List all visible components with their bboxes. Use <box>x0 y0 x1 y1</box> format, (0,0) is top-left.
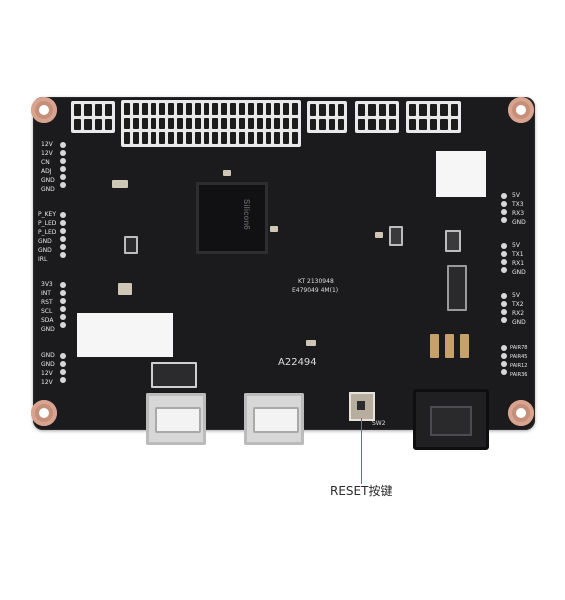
pin-label: GND <box>41 360 55 368</box>
pin-label: GND <box>38 246 52 254</box>
left-header-2-pads <box>60 212 66 258</box>
pin-label: 5V <box>512 242 520 249</box>
pin-label: RX2 <box>512 309 525 317</box>
top-header-a <box>71 101 115 133</box>
left-header-1-pads <box>60 142 66 188</box>
pin-label: RX3 <box>512 209 525 217</box>
right-header-3-labels: 5V TX2 RX2 GND <box>512 292 526 328</box>
pin-label: ADJ <box>41 167 52 175</box>
pin-label: SCL <box>41 307 53 315</box>
pin-label: GND <box>41 176 55 184</box>
pin-label: GND <box>41 325 55 333</box>
chip-marking: Silicon6 <box>242 199 251 230</box>
main-soc-chip: Silicon6 <box>196 182 268 254</box>
pin-label: TX3 <box>512 200 524 208</box>
pin-label: SDA <box>41 316 54 324</box>
pin-label: 5V <box>512 292 520 299</box>
ethernet-port <box>413 389 489 450</box>
smd-component <box>375 232 383 238</box>
pin-label: TX2 <box>512 300 524 308</box>
pin-label: GND <box>512 218 526 226</box>
reset-button <box>349 392 375 421</box>
pin-label: 3V3 <box>41 281 53 288</box>
top-header-d <box>406 101 461 133</box>
right-header-2-labels: 5V TX1 RX1 GND <box>512 242 526 278</box>
pin-label: GND <box>512 318 526 326</box>
blank-label-area-right <box>436 151 486 197</box>
mounting-hole-top-right <box>508 97 534 123</box>
pin-label: GND <box>38 237 52 245</box>
usb-port-1 <box>146 393 206 445</box>
left-header-3-pads <box>60 282 66 328</box>
top-header-main <box>121 100 301 147</box>
smd-component <box>151 362 197 388</box>
pin-label: 12V <box>41 141 53 148</box>
pin-label: INT <box>41 289 51 297</box>
smd-component <box>445 334 454 358</box>
mounting-hole-top-left <box>31 97 57 123</box>
smd-component <box>306 340 316 346</box>
pin-label: P_LED <box>38 228 57 236</box>
right-header-1-pads <box>501 193 507 223</box>
pin-label: GND <box>41 352 55 359</box>
pin-label: CN <box>41 158 50 166</box>
right-header-1-labels: 5V TX3 RX3 GND <box>512 192 526 228</box>
board-model-text: A22494 <box>278 357 317 368</box>
batch-code-2: E479049 4M(1) <box>292 287 339 294</box>
smd-component <box>430 334 439 358</box>
pin-label: PAIR36 <box>510 371 528 378</box>
top-header-c <box>355 101 399 133</box>
callout-line <box>361 418 362 484</box>
left-header-4-labels: GND GND 12V 12V <box>41 352 55 388</box>
right-header-4-labels: PAIR78 PAIR45 PAIR12 PAIR36 <box>510 344 527 380</box>
top-header-b <box>307 101 347 133</box>
pin-label: 12V <box>41 149 53 157</box>
mounting-hole-bottom-right <box>508 400 534 426</box>
left-header-1-labels: 12V 12V CN ADJ GND GND <box>41 141 55 194</box>
smd-component <box>445 230 461 252</box>
pin-label: P_LED <box>38 219 57 227</box>
left-header-4-pads <box>60 353 66 383</box>
smd-component <box>270 226 278 232</box>
mounting-hole-bottom-left <box>31 400 57 426</box>
pin-label: IRL <box>38 255 48 263</box>
usb-port-2 <box>244 393 304 445</box>
switch-label: SW2 <box>372 420 386 427</box>
left-header-2-labels: P_KEY P_LED P_LED GND GND IRL <box>38 211 56 264</box>
blank-label-area-left <box>77 313 173 357</box>
smd-component <box>118 283 132 295</box>
pin-label: 12V <box>41 369 53 377</box>
right-header-3-pads <box>501 293 507 323</box>
pin-label: TX1 <box>512 250 524 258</box>
batch-code-1: KT 2130948 <box>298 278 334 285</box>
smd-component <box>124 236 138 254</box>
right-header-4-pads <box>501 345 507 375</box>
smd-component <box>112 180 128 188</box>
smd-component <box>447 265 467 311</box>
pin-label: P_KEY <box>38 211 57 218</box>
pin-label: PAIR12 <box>510 362 528 369</box>
pin-label: RST <box>41 298 53 306</box>
pin-label: PAIR45 <box>510 353 528 360</box>
reset-callout-label: RESET按键 <box>330 484 393 498</box>
left-header-3-labels: 3V3 INT RST SCL SDA GND <box>41 281 55 334</box>
smd-component <box>223 170 231 176</box>
right-header-2-pads <box>501 243 507 273</box>
pin-label: 12V <box>41 378 53 386</box>
pin-label: GND <box>41 185 55 193</box>
smd-component <box>389 226 403 246</box>
pin-label: PAIR78 <box>510 345 528 351</box>
pin-label: GND <box>512 268 526 276</box>
smd-component <box>460 334 469 358</box>
pin-label: 5V <box>512 192 520 199</box>
pin-label: RX1 <box>512 259 525 267</box>
